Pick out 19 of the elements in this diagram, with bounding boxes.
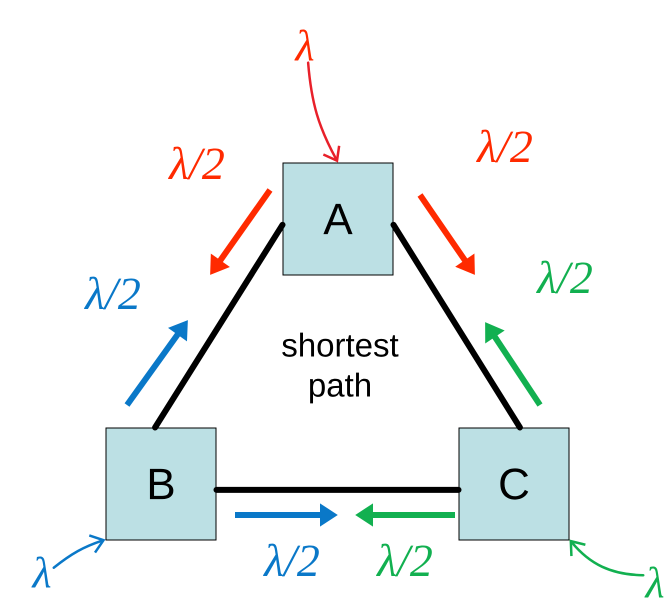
rate-label: λ/2: [376, 544, 432, 576]
input-rate-label: λ: [294, 30, 314, 60]
hand-drawn-arrow: [52, 534, 106, 569]
input-rate-label: λ: [644, 566, 664, 598]
rate-label: λ/2: [168, 146, 224, 180]
input-rate-label: λ: [31, 556, 50, 588]
process-box: A: [282, 162, 394, 276]
connector-line: [152, 222, 286, 430]
rate-label: λ/2: [263, 544, 319, 576]
hand-drawn-arrow: [306, 61, 340, 162]
process-box: B: [106, 428, 216, 540]
connector-line: [390, 222, 523, 430]
rate-label: λ/2: [84, 276, 140, 310]
hand-drawn-arrow: [570, 540, 645, 576]
process-box: C: [458, 428, 570, 540]
center-caption: shortest path: [282, 332, 398, 404]
rate-label: λ/2: [476, 130, 532, 162]
rate-label: λ/2: [536, 260, 592, 294]
connector-line: [214, 486, 462, 493]
